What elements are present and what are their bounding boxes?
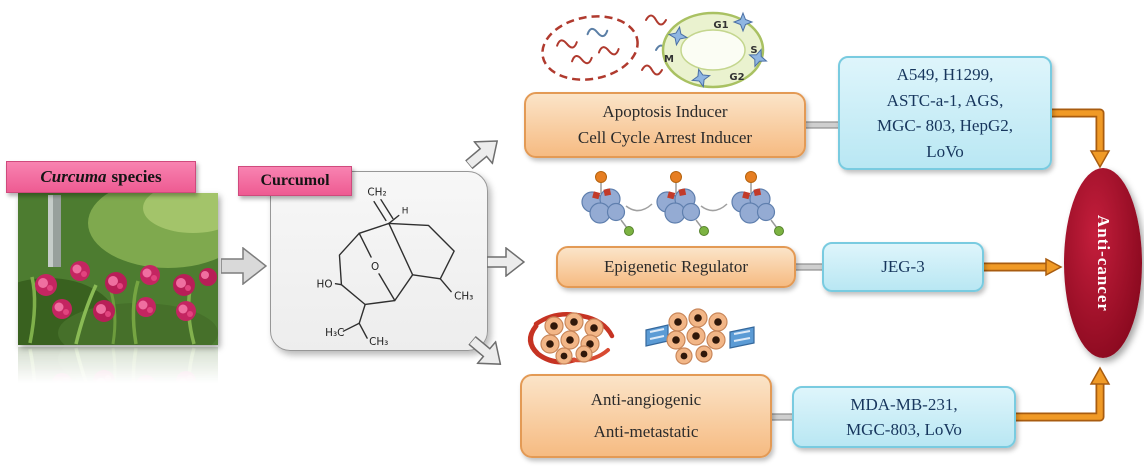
flower-blossoms <box>52 370 196 383</box>
nucleosome-2 <box>656 171 709 236</box>
anticancer-ellipse: Anti-cancer <box>1064 168 1142 358</box>
structure-box: CH₂ H HO O CH₃ H₃C CH₃ <box>270 171 488 351</box>
compound-name-text: Curcumol <box>260 172 330 189</box>
photo-reflection-inner <box>18 347 218 383</box>
dna-fragments-icon <box>541 15 639 81</box>
label-ch3-bottom: CH₃ <box>369 336 388 348</box>
cell-cycle-s-label: S <box>750 45 757 56</box>
compound-label: Curcumol <box>238 166 352 196</box>
curcumol-structure: CH₂ H HO O CH₃ H₃C CH₃ <box>317 187 474 348</box>
angiogenesis-icon <box>528 312 615 365</box>
species-rest-text: species <box>111 167 162 186</box>
nucleosome-1 <box>581 171 634 236</box>
cell-lines-antiangiogenic-text: MDA-MB-231, MGC-803, LoVo <box>846 394 962 440</box>
cell-lines-box-epigenetic: JEG-3 <box>822 242 984 292</box>
mechanism-box-apoptosis: Apoptosis Inducer Cell Cycle Arrest Indu… <box>524 92 806 158</box>
connector-apoptosis <box>803 121 841 129</box>
mechanism-box-antiangiogenic: Anti-angiogenic Anti-metastatic <box>520 374 772 458</box>
label-o: O <box>371 261 379 273</box>
anticancer-label: Anti-cancer <box>1094 214 1113 312</box>
mitotic-cell-sparkles <box>667 11 768 89</box>
arrow-epigenetic-to-anticancer <box>982 257 1063 277</box>
label-ho: HO <box>317 279 333 291</box>
cell-cycle-icon: G1 S G2 M <box>661 11 768 89</box>
arrow-species-to-curcumol <box>220 246 268 290</box>
connector-epigenetic <box>793 263 825 271</box>
metastasis-icon <box>645 308 755 365</box>
species-genus-text: Curcuma <box>40 167 107 186</box>
arrow-to-apoptosis <box>459 129 511 180</box>
arrow-antiangiogenic-to-anticancer <box>1014 366 1111 422</box>
label-h: H <box>402 207 409 217</box>
cell-cycle-g1-label: G1 <box>713 20 728 31</box>
mechanism-epigenetic-text: Epigenetic Regulator <box>604 256 748 276</box>
nucleosome-3 <box>731 171 784 236</box>
species-label: Curcuma species <box>6 161 196 193</box>
cell-cycle-m-label: M <box>664 54 674 65</box>
label-h3c: H₃C <box>325 327 344 339</box>
label-ch3-right: CH₃ <box>454 291 473 303</box>
cell-lines-box-antiangiogenic: MDA-MB-231, MGC-803, LoVo <box>792 386 1016 448</box>
arrow-to-antiangiogenic <box>459 329 511 380</box>
mechanism-apoptosis-text: Apoptosis Inducer Cell Cycle Arrest Indu… <box>577 101 753 147</box>
arrow-apoptosis-to-anticancer <box>1050 108 1111 169</box>
cell-lines-box-apoptosis: A549, H1299, ASTC-a-1, AGS, MGC- 803, He… <box>838 56 1052 170</box>
cell-cycle-g2-label: G2 <box>729 72 744 83</box>
connector-antiangiogenic <box>769 413 795 421</box>
photo-reflection <box>18 347 218 383</box>
curcuma-photo <box>0 178 248 368</box>
cell-lines-epigenetic-text: JEG-3 <box>881 257 925 277</box>
cell-lines-apoptosis-text: A549, H1299, ASTC-a-1, AGS, MGC- 803, He… <box>877 65 1013 161</box>
mechanism-box-epigenetic: Epigenetic Regulator <box>556 246 796 288</box>
antiangiogenic-icons <box>528 308 755 365</box>
apoptosis-icons: G1 S G2 M <box>541 11 768 89</box>
arrow-to-epigenetic <box>486 246 526 282</box>
nucleosome-icons <box>581 171 784 236</box>
mechanism-antiangiogenic-text: Anti-angiogenic Anti-metastatic <box>590 389 702 441</box>
label-ch2: CH₂ <box>367 187 386 199</box>
flower-blossoms <box>35 261 217 322</box>
